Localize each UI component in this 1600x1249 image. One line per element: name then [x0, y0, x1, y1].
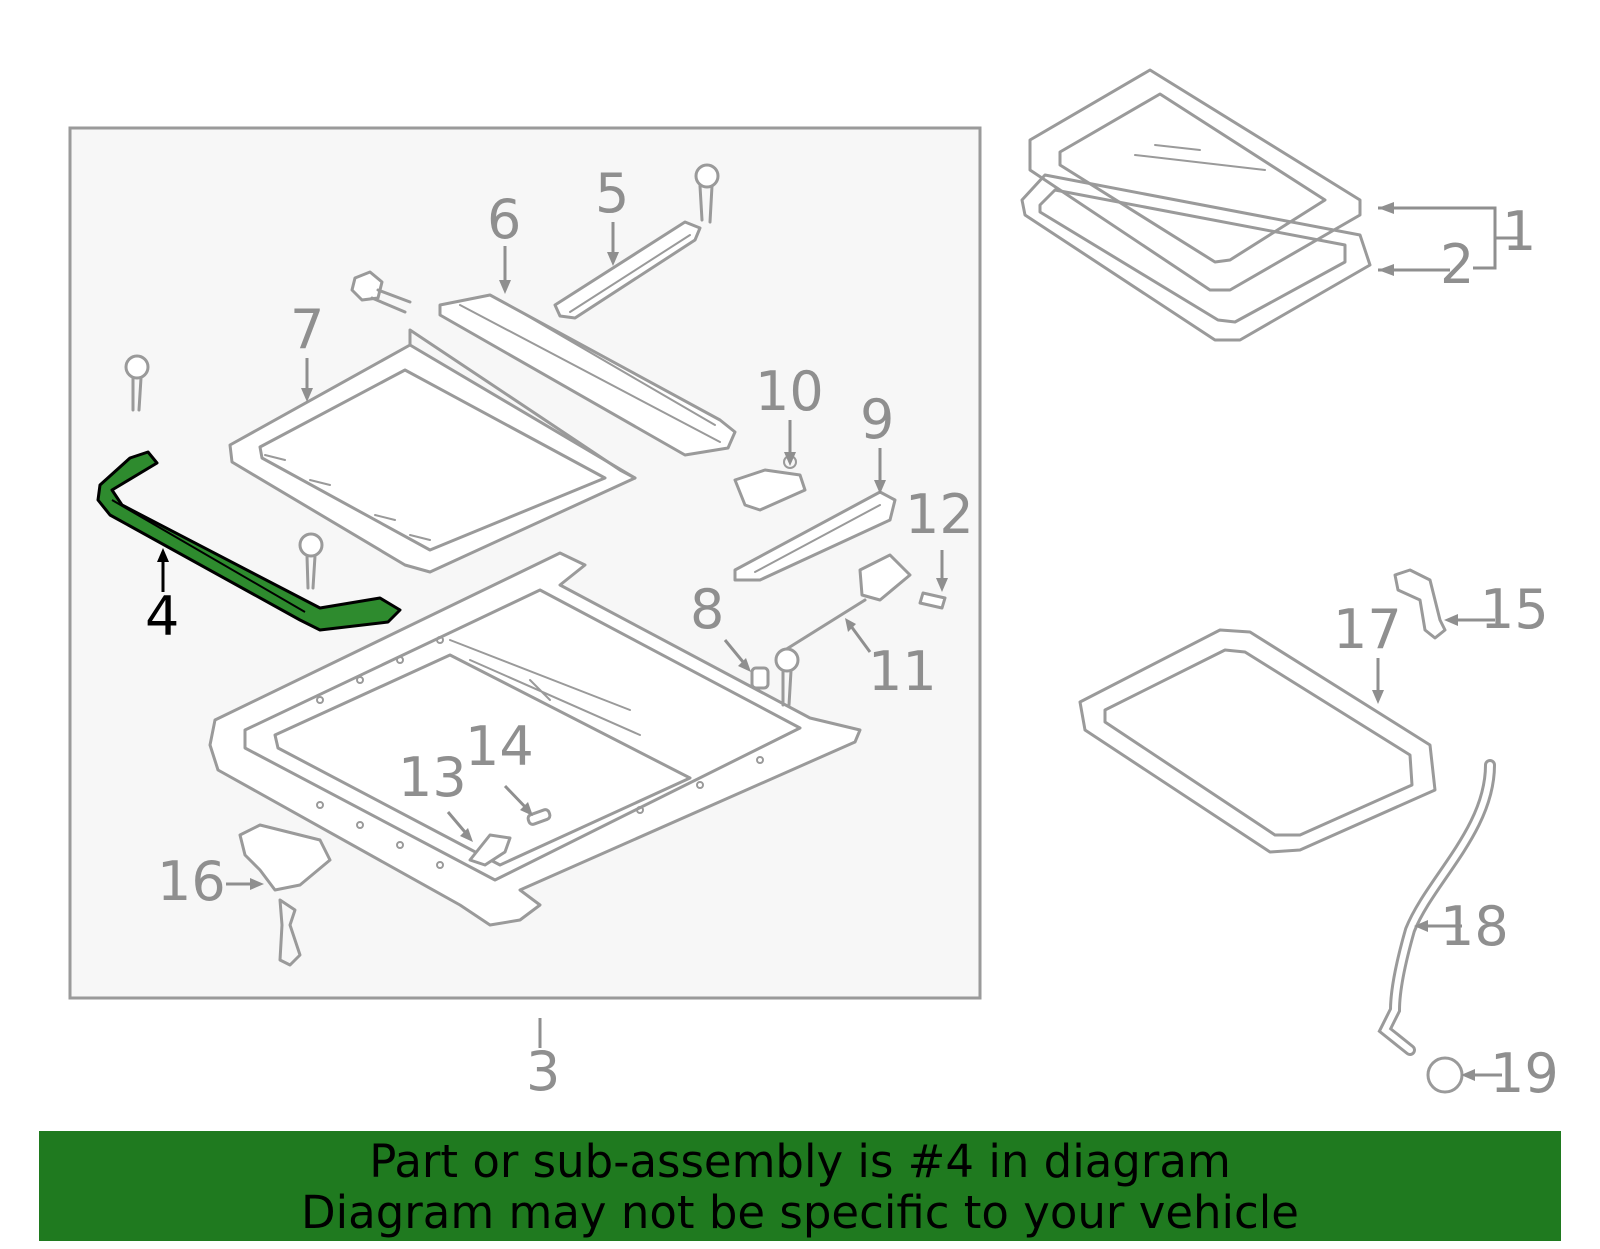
clip-part-14 [526, 808, 552, 826]
cable-part-11 [783, 553, 912, 652]
highlighted-part-4 [96, 450, 402, 632]
banner-line-1: Part or sub-assembly is #4 in diagram [369, 1135, 1231, 1188]
callout-15: 15 [1480, 578, 1549, 641]
rail-part-5 [553, 163, 720, 320]
info-banner: Part or sub-assembly is #4 in diagram Di… [39, 1131, 1561, 1241]
callout-11: 11 [868, 640, 937, 703]
callout-4: 4 [145, 585, 179, 648]
callout-10: 10 [755, 360, 824, 423]
glass-seal-part [1020, 173, 1372, 342]
callout-12: 12 [905, 483, 974, 546]
clip-part-12 [918, 591, 947, 610]
housing-part-3 [208, 551, 862, 927]
parts-diagram: 1 2 3 4 5 6 7 8 9 10 11 12 13 14 15 16 1… [68, 68, 1559, 1105]
callout-19: 19 [1490, 1042, 1559, 1105]
bracket-part-16 [238, 823, 332, 967]
screw-mid [298, 532, 324, 590]
callout-3: 3 [526, 1040, 560, 1103]
screw-left [124, 354, 150, 412]
callout-9: 9 [860, 388, 894, 451]
callout-2: 2 [1440, 233, 1474, 296]
frame-part-7 [228, 328, 637, 574]
screw-top [350, 270, 412, 314]
bracket-part-15 [1393, 568, 1447, 640]
callout-5: 5 [595, 162, 629, 225]
callout-14: 14 [465, 715, 534, 778]
glass-panel-part [1028, 68, 1362, 292]
callout-18: 18 [1440, 895, 1509, 958]
clip-part-19 [1426, 1056, 1464, 1094]
bracket-part-10 [733, 455, 807, 512]
rail-part-6 [438, 293, 737, 457]
leader-arrowheads [157, 202, 1475, 1081]
frame-part-17 [1078, 628, 1437, 854]
callout-8: 8 [690, 578, 724, 641]
callout-16: 16 [157, 850, 226, 913]
clip-part-8 [750, 647, 800, 707]
callout-7: 7 [290, 298, 324, 361]
bracket-part-13 [468, 833, 512, 867]
callout-1: 1 [1502, 200, 1536, 263]
callout-13: 13 [398, 746, 467, 809]
hose-part-18 [1377, 759, 1496, 1056]
callout-6: 6 [487, 188, 521, 251]
banner-line-2: Diagram may not be specific to your vehi… [301, 1186, 1299, 1239]
callout-17: 17 [1333, 598, 1402, 661]
